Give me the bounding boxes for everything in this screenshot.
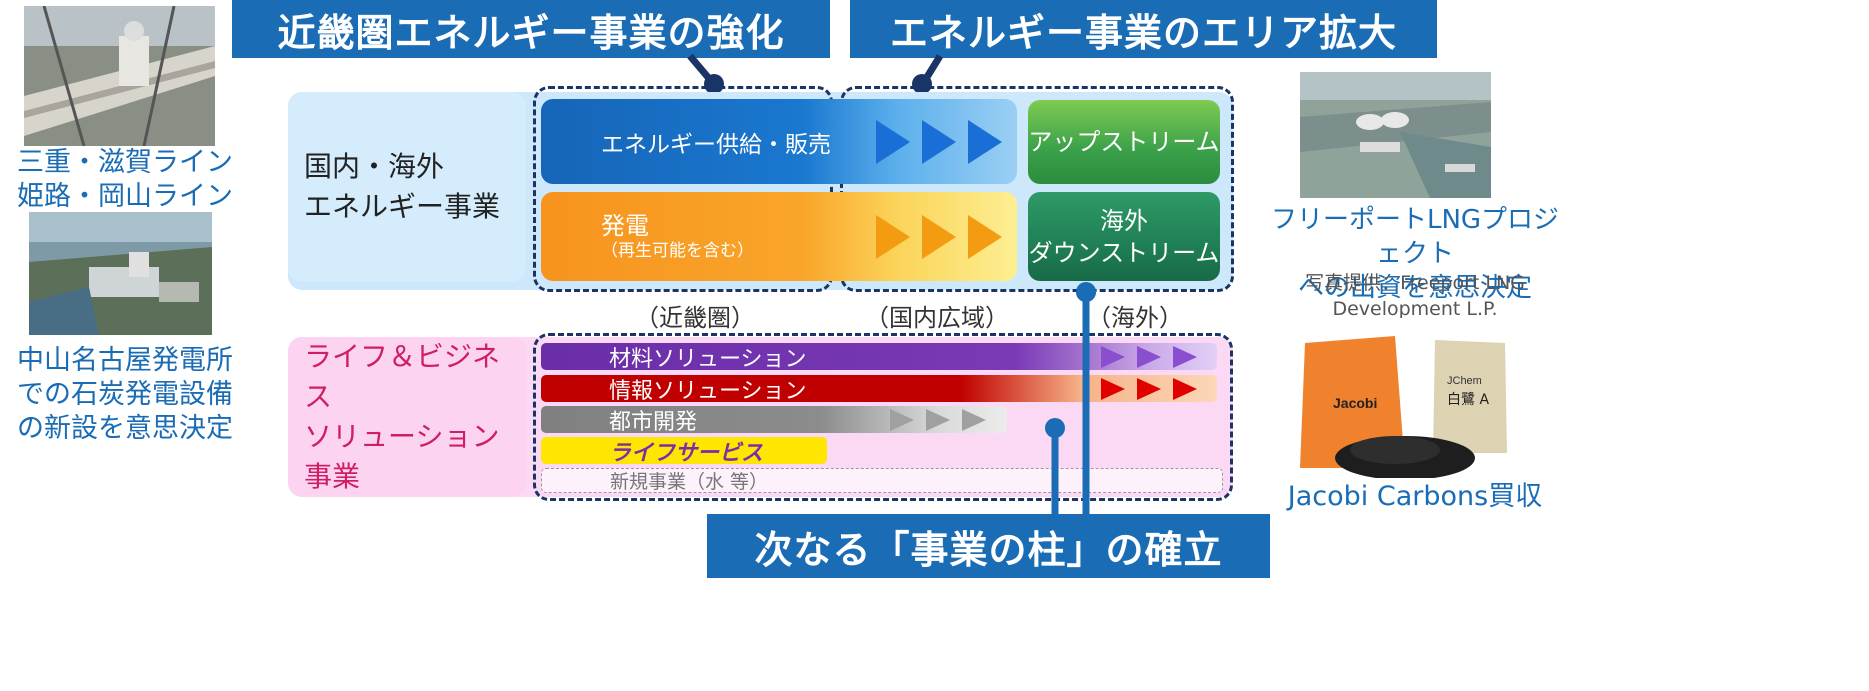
jchem-sack-brand: JChem	[1447, 375, 1482, 387]
life-service-bar: ライフサービス	[541, 437, 827, 466]
generation-arrow-icon	[876, 215, 910, 259]
headline-pillar-banner: 次なる「事業の柱」の確立	[707, 514, 1270, 578]
materials-arrow-icon	[1173, 346, 1197, 368]
generation-arrow-icon	[922, 215, 956, 259]
materials-label: 材料ソリューション	[609, 346, 807, 372]
supply-arrow-icon	[876, 120, 910, 164]
jacobi-caption: Jacobi Carbons買収	[1287, 481, 1543, 512]
energy-segment-label: 国内・海外 エネルギー事業	[288, 92, 526, 282]
info-arrows	[1101, 378, 1209, 400]
urban-arrows	[890, 409, 998, 431]
materials-arrow-icon	[1137, 346, 1161, 368]
info-arrow-icon	[1173, 378, 1197, 400]
info-label: 情報ソリューション	[609, 378, 807, 404]
urban-arrow-icon	[926, 409, 950, 431]
pointer-pillar-2-top-dot	[1045, 418, 1065, 438]
supply-arrows	[876, 120, 1014, 164]
photo-credit: 写真提供：Freeport LNG Development L.P.	[1305, 272, 1525, 320]
new-business-bar: 新規事業（水 等）	[541, 468, 1223, 493]
generation-arrow-icon	[968, 215, 1002, 259]
power-plant-caption: 中山名古屋発電所 での石炭発電設備 の新設を意思決定	[17, 345, 233, 444]
headline-kinki-text: 近畿圏エネルギー事業の強化	[277, 10, 785, 55]
region-kinki: （近畿圏）	[635, 304, 755, 332]
upstream-label: アップストリーム	[1028, 128, 1220, 156]
pipeline-photo	[24, 6, 215, 146]
pointer-pillar-1-top-dot	[1076, 282, 1096, 302]
freeport-caption: フリーポートLNGプロジェクト への出資を意思決定	[1270, 205, 1560, 303]
headline-kinki-banner: 近畿圏エネルギー事業の強化	[232, 0, 830, 58]
new-pillar-dashed-group	[533, 333, 1233, 501]
info-arrow-icon	[1137, 378, 1161, 400]
freeport-photo	[1300, 72, 1491, 198]
generation-pill: 発電 （再生可能を含む）	[541, 192, 1017, 281]
urban-label: 都市開発	[609, 409, 698, 435]
downstream-label: 海外 ダウンストリーム	[1028, 206, 1220, 267]
life-service-label: ライフサービス	[609, 440, 764, 466]
jacobi-product-photo: Jacobi JChem 白鷺 A	[1295, 318, 1511, 478]
generation-arrows	[876, 215, 1014, 259]
domestic-overseas-dashed-group	[840, 86, 1234, 292]
power-plant-photo	[29, 212, 212, 335]
upstream-box: アップストリーム	[1028, 100, 1220, 184]
urban-arrow-icon	[890, 409, 914, 431]
supply-arrow-icon	[968, 120, 1002, 164]
materials-arrows	[1101, 346, 1209, 368]
jchem-sack-label: 白鷺 A	[1447, 392, 1489, 408]
urban-arrow-icon	[962, 409, 986, 431]
new-business-label: 新規事業（水 等）	[610, 471, 769, 493]
generation-note: （再生可能を含む）	[601, 240, 754, 261]
headline-area-text: エネルギー事業のエリア拡大	[889, 10, 1397, 55]
energy-supply-label: エネルギー供給・販売	[601, 131, 831, 158]
pointer-area-dot	[912, 74, 932, 94]
downstream-box: 海外 ダウンストリーム	[1028, 192, 1220, 281]
life-segment-label: ライフ＆ビジネス ソリューション事業	[288, 337, 526, 497]
region-domestic: （国内広域）	[865, 304, 1009, 332]
headline-area-banner: エネルギー事業のエリア拡大	[850, 0, 1437, 58]
info-arrow-icon	[1101, 378, 1125, 400]
pointer-kinki-dot	[704, 74, 724, 94]
generation-label: 発電	[601, 211, 649, 240]
headline-pillar-text: 次なる「事業の柱」の確立	[754, 527, 1223, 572]
materials-arrow-icon	[1101, 346, 1125, 368]
kinki-dashed-group	[533, 86, 833, 292]
supply-arrow-icon	[922, 120, 956, 164]
jacobi-bag-label: Jacobi	[1333, 395, 1377, 411]
region-overseas: （海外）	[1087, 304, 1183, 332]
